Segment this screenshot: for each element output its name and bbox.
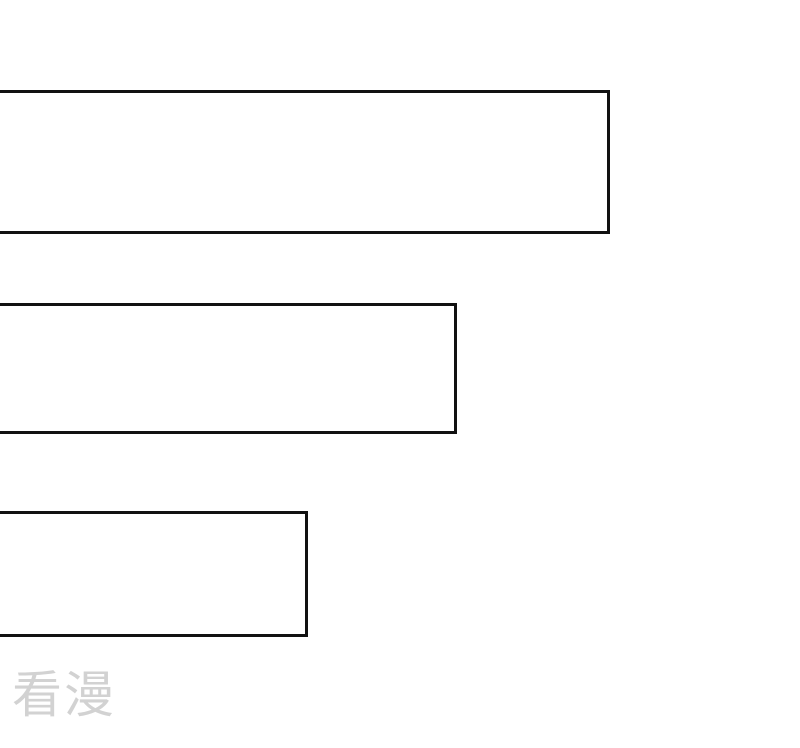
speech-box-large bbox=[0, 90, 610, 234]
watermark-text: 看漫 bbox=[12, 666, 116, 724]
speech-box-medium bbox=[0, 303, 457, 434]
speech-box-small bbox=[0, 511, 308, 637]
